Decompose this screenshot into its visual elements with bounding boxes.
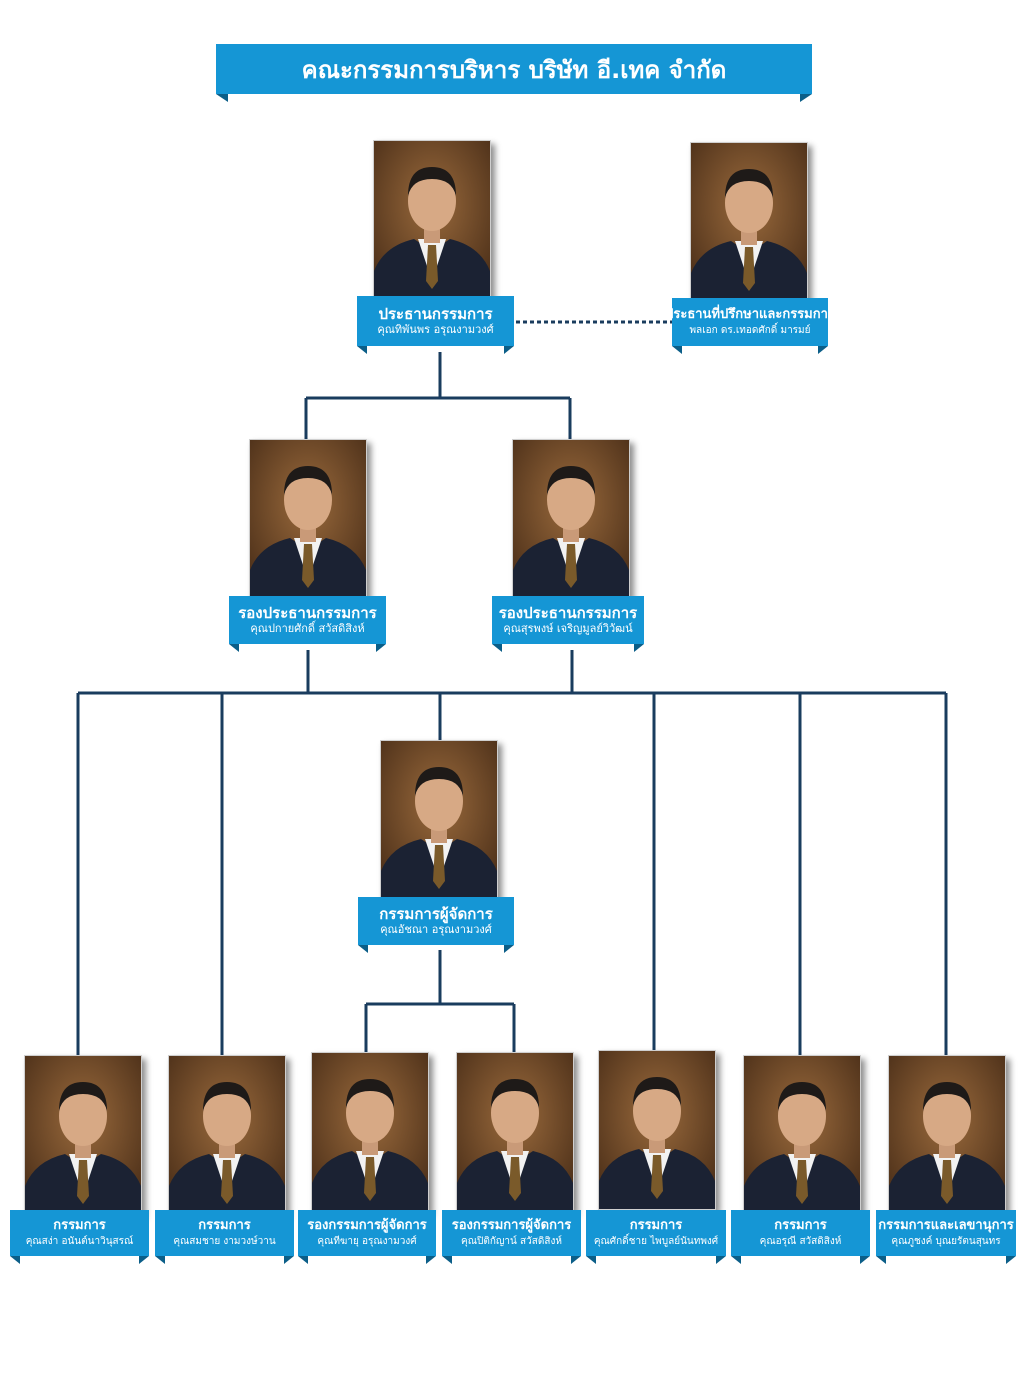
member-role: รองประธานกรรมการ — [498, 604, 638, 622]
portrait-photo — [690, 142, 808, 302]
member-role: กรรมการและเลขานุการ — [878, 1218, 1014, 1233]
member-name: พลเอก ดร.เทอดศักดิ์ มารมย์ — [689, 325, 811, 336]
portrait-photo — [24, 1055, 142, 1215]
member-role: ประธานที่ปรึกษาและกรรมการ — [665, 307, 835, 322]
member-name: คุณปกายศักดิ์ สวัสดิสิงห์ — [250, 622, 365, 635]
member-role: กรรมการ — [774, 1218, 827, 1233]
title-banner: คณะกรรมการบริหาร บริษัท อี.เทค จำกัด — [216, 44, 812, 102]
member-name: คุณทีฆายุ อรุณงามวงศ์ — [317, 1236, 417, 1247]
portrait-photo — [249, 439, 367, 599]
member-card-vice-chairman: รองประธานกรรมการ คุณสุรพงษ์ เจริญมูลย์วิ… — [492, 596, 644, 652]
portrait-photo — [168, 1055, 286, 1215]
portrait-photo — [373, 140, 491, 300]
member-role: รองกรรมการผู้จัดการ — [307, 1218, 427, 1233]
member-role: รองประธานกรรมการ — [238, 604, 377, 622]
member-role: รองกรรมการผู้จัดการ — [451, 1218, 572, 1233]
portrait-photo — [743, 1055, 861, 1215]
portrait-photo — [598, 1050, 716, 1210]
member-role: กรรมการผู้จัดการ — [379, 905, 493, 923]
member-name: คุณสง่า อนันต์นาวินุสรณ์ — [25, 1236, 134, 1247]
member-name: คุณปิติกัญาน์ สวัสดิสิงห์ — [461, 1236, 562, 1247]
member-role: กรรมการ — [198, 1218, 251, 1233]
page-title: คณะกรรมการบริหาร บริษัท อี.เทค จำกัด — [301, 55, 727, 84]
member-card-chairman: ประธานกรรมการ คุณทิพันพร อรุณงามวงศ์ — [357, 296, 514, 354]
portrait-photo — [311, 1052, 429, 1212]
member-name: คุณทิพันพร อรุณงามวงศ์ — [377, 323, 494, 336]
portrait-photo — [456, 1052, 574, 1212]
member-card-director: กรรมการ คุณอรุณี สวัสดิสิงห์ — [731, 1210, 870, 1264]
member-name: คุณอัชณา อรุณงามวงศ์ — [380, 923, 492, 936]
member-card-deputy-managing-director: รองกรรมการผู้จัดการ คุณทีฆายุ อรุณงามวงศ… — [298, 1210, 436, 1264]
member-role: ประธานกรรมการ — [378, 305, 493, 323]
member-card-managing-director: กรรมการผู้จัดการ คุณอัชณา อรุณงามวงศ์ — [358, 897, 514, 953]
member-card-advisor: ประธานที่ปรึกษาและกรรมการ พลเอก ดร.เทอดศ… — [665, 298, 835, 354]
portrait-photo — [380, 740, 498, 900]
member-card-director: กรรมการ คุณสมชาย งามวงษ์วาน — [155, 1210, 294, 1264]
member-card-vice-chairman: รองประธานกรรมการ คุณปกายศักดิ์ สวัสดิสิง… — [229, 596, 386, 652]
member-card-deputy-managing-director: รองกรรมการผู้จัดการ คุณปิติกัญาน์ สวัสดิ… — [442, 1210, 581, 1264]
member-name: คุณสมชาย งามวงษ์วาน — [173, 1236, 276, 1247]
member-role: กรรมการ — [53, 1218, 106, 1233]
member-name: คุณภูชงค์ บุณยรัตนสุนทร — [891, 1236, 1001, 1247]
member-card-director: กรรมการ คุณศักดิ์ชาย ไพบูลย์นันทพงศ์ — [586, 1210, 726, 1264]
member-name: คุณศักดิ์ชาย ไพบูลย์นันทพงศ์ — [593, 1236, 719, 1247]
member-name: คุณสุรพงษ์ เจริญมูลย์วิวัฒน์ — [503, 622, 633, 635]
member-card-director-secretary: กรรมการและเลขานุการ คุณภูชงค์ บุณยรัตนสุ… — [876, 1210, 1016, 1264]
portrait-photo — [888, 1055, 1006, 1215]
member-role: กรรมการ — [629, 1218, 683, 1233]
portrait-photo — [512, 439, 630, 599]
member-name: คุณอรุณี สวัสดิสิงห์ — [759, 1236, 842, 1247]
member-card-director: กรรมการ คุณสง่า อนันต์นาวินุสรณ์ — [10, 1210, 149, 1264]
